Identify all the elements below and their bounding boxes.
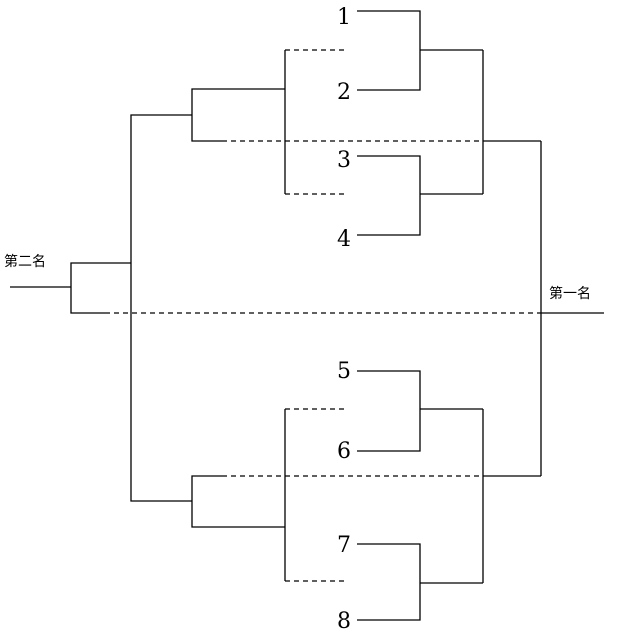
player-number-1: 1 <box>337 5 351 30</box>
player-number-6: 6 <box>337 439 351 464</box>
player-number-3: 3 <box>337 148 351 173</box>
match-line-1-vs-2 <box>357 10 421 91</box>
second-place-label: 第二名 <box>4 253 46 270</box>
match-line-5-vs-6 <box>357 370 421 452</box>
left-outer-bracket <box>130 114 192 502</box>
player-number-2: 2 <box>337 80 351 105</box>
player-number-5: 5 <box>337 359 351 384</box>
top-left-inner-bracket <box>191 88 285 142</box>
player-number-4: 4 <box>337 227 351 252</box>
match-line-3-vs-4 <box>357 155 421 236</box>
bottom-left-inner-bracket <box>191 475 285 528</box>
match-line-7-vs-8 <box>357 543 421 621</box>
player-number-8: 8 <box>337 609 351 631</box>
player-number-7: 7 <box>337 533 351 558</box>
second-place-bracket <box>70 262 131 314</box>
first-place-label: 第一名 <box>549 285 591 302</box>
